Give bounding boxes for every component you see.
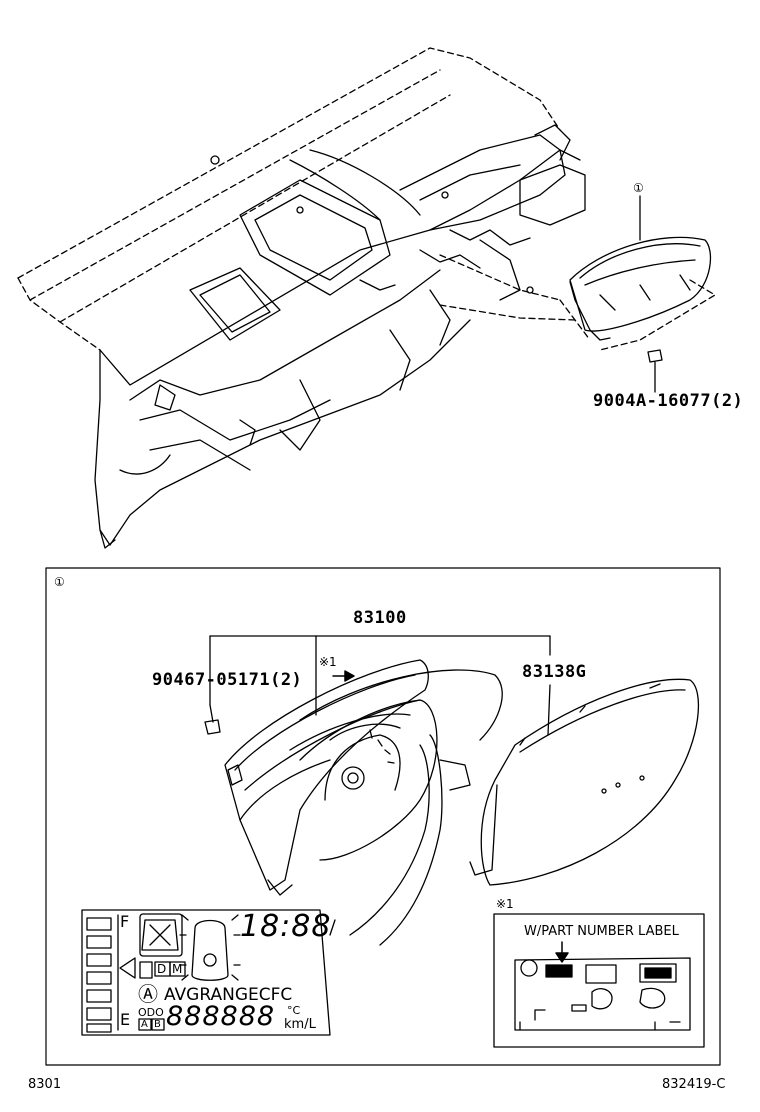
- ref-marker-top: ①: [633, 181, 644, 195]
- lcd-digits: 888888: [166, 1001, 276, 1032]
- lcd-display-drawing: [81, 909, 331, 1036]
- note-marker: ※1: [319, 655, 337, 669]
- lcd-speed-unit: km/L: [284, 1017, 316, 1032]
- instrument-panel-drawing: [17, 47, 586, 549]
- footer-left-code: 8301: [28, 1077, 62, 1092]
- part-label-note-box: [493, 913, 705, 1048]
- lcd-gear-m: M: [172, 962, 183, 976]
- combination-meter-small: [439, 195, 716, 393]
- lcd-odo: ODO: [138, 1006, 164, 1019]
- meter-glass-drawing: [469, 678, 700, 886]
- ref-marker-box: ①: [54, 575, 65, 589]
- lcd-trip-a: A: [141, 1019, 148, 1030]
- meter-assembly-drawing: [224, 659, 503, 946]
- screw-part-number: 9004A-16077(2): [593, 391, 744, 411]
- meter-assembly-part-number: 83100: [353, 608, 407, 628]
- lcd-gear-d: D: [157, 962, 167, 976]
- lcd-trip-modes: AVGRANGECFC: [164, 985, 293, 1005]
- lcd-trip-b: B: [154, 1019, 161, 1030]
- note-box-marker: ※1: [496, 897, 514, 911]
- lcd-fuel-full: F: [120, 912, 130, 931]
- glass-part-number: 83138G: [522, 662, 587, 682]
- lcd-clock: 18:88: [240, 909, 332, 944]
- detail-leader-lines: [209, 635, 551, 736]
- lcd-temp-unit: °C: [287, 1004, 301, 1017]
- small-screw-drawing: [204, 719, 221, 735]
- footer-right-code: 832419-C: [662, 1077, 726, 1092]
- lcd-eco-icon: Ⓐ: [138, 982, 158, 1006]
- note-box-title: W/PART NUMBER LABEL: [524, 924, 679, 939]
- note-arrow: [332, 670, 355, 682]
- lcd-fuel-empty: E: [120, 1010, 131, 1029]
- small-screw-part-number: 90467-05171(2): [152, 670, 303, 690]
- detail-frame: [45, 567, 721, 1066]
